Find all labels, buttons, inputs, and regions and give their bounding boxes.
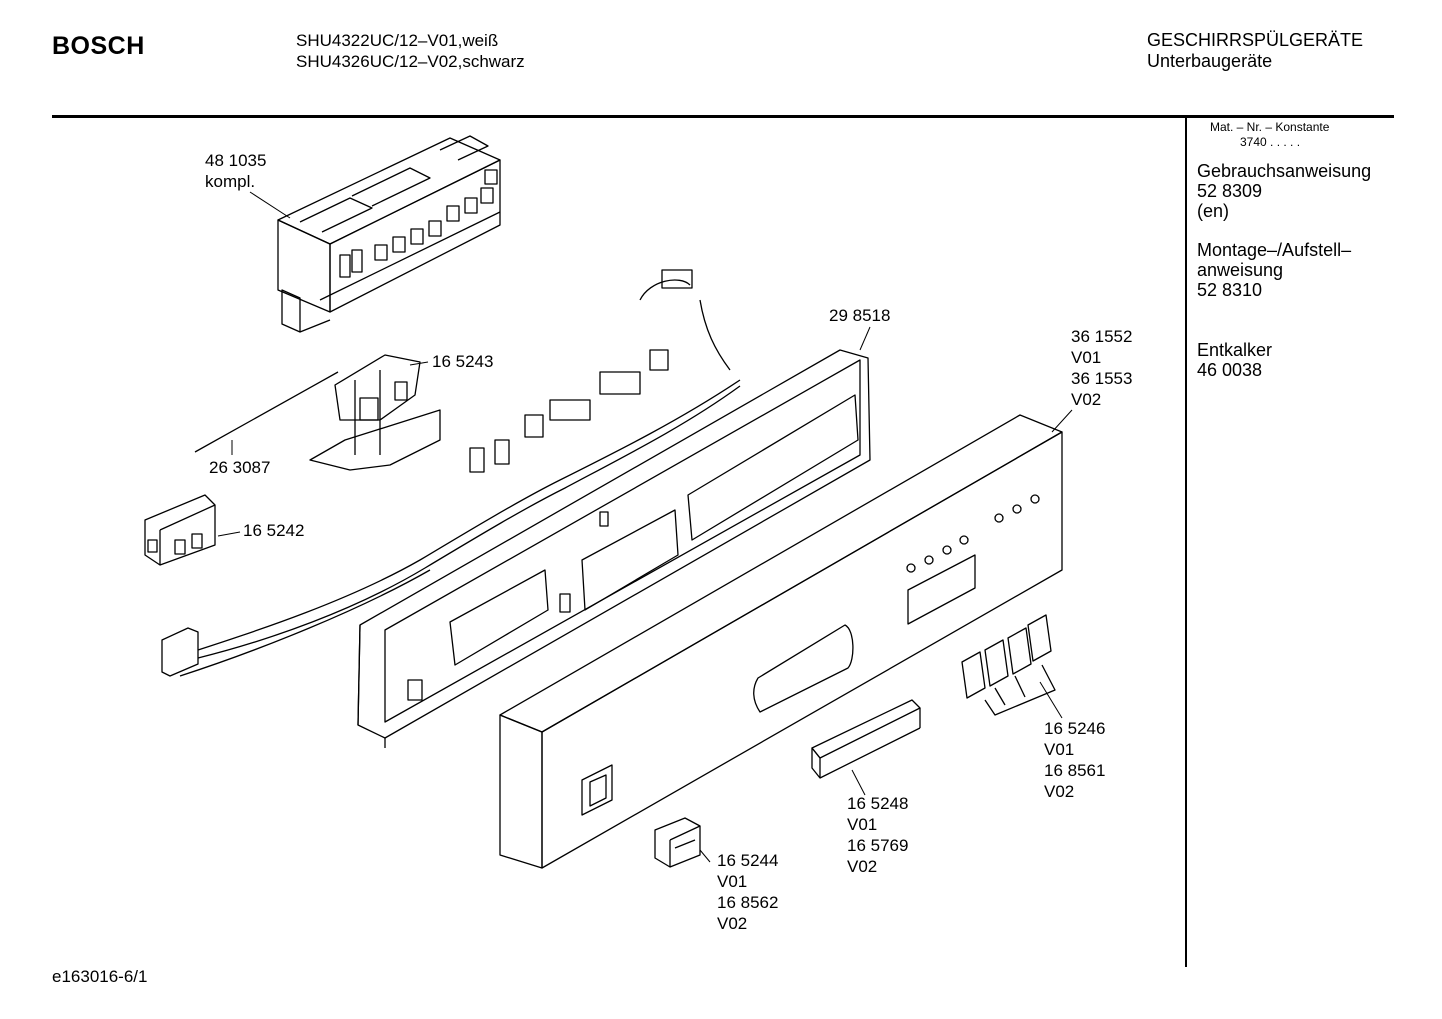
part-line: V02 xyxy=(1044,782,1075,801)
model-list: SHU4322UC/12–V01,weiß SHU4326UC/12–V02,s… xyxy=(296,30,525,72)
part-line: 16 5246 xyxy=(1044,719,1106,738)
sidebar-block-installation: Montage–/Aufstell– anweisung 52 8310 xyxy=(1197,240,1397,300)
part-line: V01 xyxy=(1044,740,1075,759)
part-line: V01 xyxy=(1071,348,1102,367)
part-line: V02 xyxy=(717,914,748,933)
part-line: 36 1552 xyxy=(1071,327,1133,346)
front-panel-drawing xyxy=(499,414,1063,869)
control-frame-drawing xyxy=(357,349,871,748)
mat-number-block: Mat. – Nr. – Konstante 3740 . . . . . xyxy=(1210,120,1329,150)
part-line: 48 1035 xyxy=(205,151,267,170)
part-line: 29 8518 xyxy=(829,306,891,325)
part-label-rod: 26 3087 xyxy=(209,457,270,478)
trim-strip-drawing xyxy=(811,699,921,779)
wiring-harness-drawing xyxy=(161,269,741,677)
part-line: 16 5769 xyxy=(847,836,909,855)
leader-lines xyxy=(217,191,1073,863)
sidebar-line: 46 0038 xyxy=(1197,360,1263,380)
part-line: V01 xyxy=(717,872,748,891)
sidebar-line: anweisung xyxy=(1197,260,1284,280)
sidebar-block-manual: Gebrauchsanweisung 52 8309 (en) xyxy=(1197,161,1397,221)
category-line: Unterbaugeräte xyxy=(1147,51,1273,71)
part-label-switch: 16 5242 xyxy=(243,520,304,541)
part-label-knob: 16 5244 V01 16 8562 V02 xyxy=(717,850,778,934)
model-line: SHU4326UC/12–V02,schwarz xyxy=(296,52,525,71)
part-label-trim-strip: 16 5248 V01 16 5769 V02 xyxy=(847,793,908,877)
sidebar-line: Entkalker xyxy=(1197,340,1273,360)
part-line: 16 5243 xyxy=(432,352,494,371)
diagram-code: e163016-6/1 xyxy=(52,967,148,986)
sidebar-divider xyxy=(1185,117,1187,967)
part-line: kompl. xyxy=(205,172,256,191)
brand-logo: BOSCH xyxy=(52,32,145,60)
control-module-drawing xyxy=(277,135,501,333)
part-line: 16 8561 xyxy=(1044,761,1106,780)
part-line: 36 1553 xyxy=(1071,369,1133,388)
part-label-bracket: 16 5243 xyxy=(432,351,493,372)
part-line: V02 xyxy=(1071,390,1102,409)
part-label-control-module: 48 1035 kompl. xyxy=(205,150,266,192)
part-line: V02 xyxy=(847,857,878,876)
category-line: GESCHIRRSPÜLGERÄTE xyxy=(1147,30,1364,50)
part-label-frame: 29 8518 xyxy=(829,305,890,326)
sidebar-line: Gebrauchsanweisung xyxy=(1197,161,1372,181)
sidebar-line: 52 8310 xyxy=(1197,280,1263,300)
mat-value: 3740 . . . . . xyxy=(1240,135,1301,149)
part-label-front-panel: 36 1552 V01 36 1553 V02 xyxy=(1071,326,1132,410)
part-line: 16 8562 xyxy=(717,893,779,912)
button-group-drawing xyxy=(961,614,1056,716)
part-line: 16 5248 xyxy=(847,794,909,813)
switch-drawing xyxy=(144,494,216,566)
bracket-drawing xyxy=(194,354,441,471)
sidebar-line: Montage–/Aufstell– xyxy=(1197,240,1352,260)
sidebar-line: 52 8309 xyxy=(1197,181,1263,201)
sidebar-block-descaler: Entkalker 46 0038 xyxy=(1197,340,1397,380)
mat-title: Mat. – Nr. – Konstante xyxy=(1210,120,1330,134)
category-title: GESCHIRRSPÜLGERÄTE Unterbaugeräte xyxy=(1147,30,1363,72)
part-line: 16 5244 xyxy=(717,851,779,870)
part-line: 26 3087 xyxy=(209,458,271,477)
sidebar-line: (en) xyxy=(1197,201,1230,221)
part-label-buttons: 16 5246 V01 16 8561 V02 xyxy=(1044,718,1105,802)
part-line: 16 5242 xyxy=(243,521,305,540)
knob-drawing xyxy=(654,817,701,868)
part-line: V01 xyxy=(847,815,878,834)
model-line: SHU4322UC/12–V01,weiß xyxy=(296,31,499,50)
header-divider xyxy=(52,115,1394,118)
